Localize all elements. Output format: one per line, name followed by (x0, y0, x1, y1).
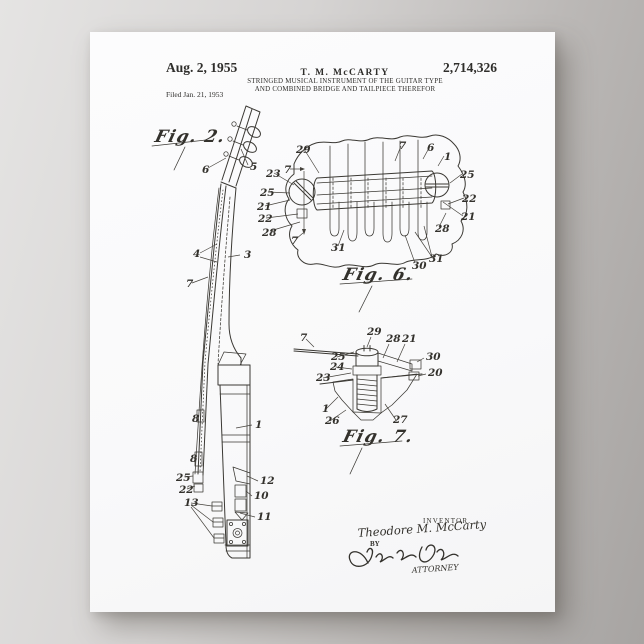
callout-7: 7 (284, 164, 292, 176)
callout-1: 1 (322, 403, 329, 415)
fig6-bridge-top-view: Fig. 6. 2976125222128232521222877313031 (256, 135, 477, 312)
callout-7: 7 (186, 278, 194, 290)
callout-22: 22 (461, 193, 477, 205)
callout-21: 21 (401, 333, 417, 345)
callout-29: 29 (366, 326, 382, 338)
fig7-callouts: 7292821302025242312627 (300, 326, 443, 427)
fig2-guitar-side-view: Fig. 2. 65437818252213121011 (152, 106, 275, 558)
callout-3: 3 (244, 249, 251, 261)
callout-26: 26 (324, 415, 340, 427)
callout-25: 25 (459, 169, 475, 181)
callout-7: 7 (300, 332, 308, 344)
callout-7: 7 (291, 235, 299, 247)
callout-22: 22 (257, 213, 273, 225)
callout-20: 20 (427, 367, 443, 379)
callout-6: 6 (202, 164, 210, 176)
fig6-callouts: 2976125222128232521222877313031 (256, 140, 477, 272)
callout-7: 7 (399, 140, 407, 152)
callout-1: 1 (255, 419, 262, 431)
callout-12: 12 (260, 475, 275, 487)
callout-28: 28 (261, 227, 277, 239)
callout-21: 21 (256, 201, 272, 213)
callout-21: 21 (460, 211, 476, 223)
callout-31: 31 (331, 242, 346, 254)
fig2-label: Fig. 2. (152, 127, 228, 147)
signature-block: INVENTOR. Theodore M. McCarty BY ATTORNE… (349, 517, 487, 575)
callout-30: 30 (426, 351, 441, 363)
fig7-bridge-section-view: Fig. 7. 7292821302025242312627 (294, 326, 443, 474)
attorney-caption: ATTORNEY (411, 563, 460, 575)
callout-23: 23 (315, 372, 331, 384)
callout-29: 29 (295, 144, 311, 156)
callout-11: 11 (257, 511, 272, 523)
callout-8: 8 (190, 453, 198, 465)
callout-28: 28 (385, 333, 401, 345)
callout-25: 25 (175, 472, 191, 484)
callout-10: 10 (254, 490, 269, 502)
callout-30: 30 (412, 260, 427, 272)
fig7-label: Fig. 7. (340, 427, 416, 447)
callout-28: 28 (434, 223, 450, 235)
callout-5: 5 (250, 161, 257, 173)
fig6-label: Fig. 6. (340, 265, 416, 285)
callout-4: 4 (193, 248, 200, 260)
callout-13: 13 (184, 497, 199, 509)
callout-27: 27 (392, 414, 408, 426)
callout-8: 8 (192, 413, 200, 425)
patent-drawings: Fig. 2. 65437818252213121011 (90, 32, 555, 612)
callout-23: 23 (265, 168, 281, 180)
callout-1: 1 (444, 151, 451, 163)
callout-25: 25 (259, 187, 275, 199)
callout-24: 24 (329, 361, 345, 373)
callout-22: 22 (178, 484, 194, 496)
by-label: BY (370, 540, 380, 548)
callout-31: 31 (429, 253, 444, 265)
callout-6: 6 (427, 142, 435, 154)
patent-poster: Aug. 2, 1955 T. M. McCARTY 2,714,326 STR… (90, 32, 555, 612)
